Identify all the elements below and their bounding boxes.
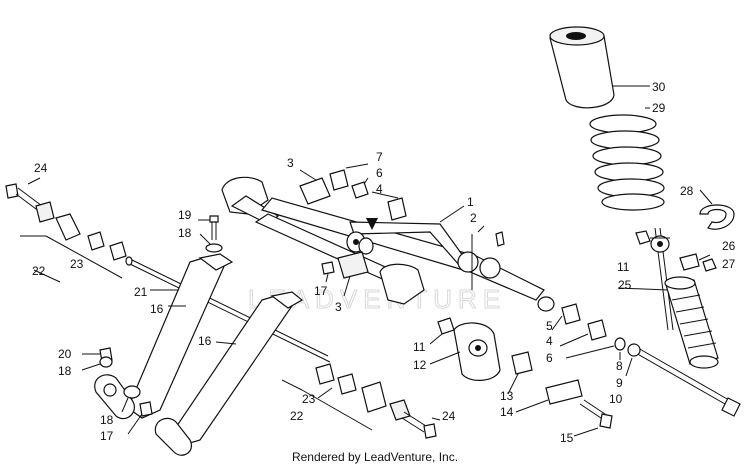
callout-22-left: 22 (32, 264, 46, 278)
right-end-hardware (281, 363, 441, 439)
callout-3-upper: 3 (287, 156, 294, 170)
coil-spring-part (589, 107, 665, 211)
callout-9: 9 (616, 376, 623, 390)
callout-11-bracket: 11 (413, 340, 426, 354)
callout-18-lower: 18 (100, 413, 114, 427)
callout-25: 25 (618, 278, 632, 292)
spring-retainer-part (699, 189, 735, 230)
callout-20: 20 (58, 347, 72, 361)
callout-18-upper: 18 (178, 226, 192, 240)
callout-6-lower: 6 (546, 351, 553, 365)
callout-8: 8 (616, 359, 623, 373)
footer-credit: Rendered by LeadVenture, Inc. (291, 450, 459, 464)
callout-26: 26 (722, 239, 736, 253)
callout-3-lower: 3 (335, 300, 342, 314)
callout-labels: 1 2 3 3 4 4 5 6 6 7 8 9 10 11 11 12 13 1… (32, 80, 736, 445)
callout-24-right: 24 (442, 409, 456, 423)
callout-16-right: 16 (198, 334, 212, 348)
callout-1: 1 (467, 195, 474, 209)
callout-5: 5 (546, 319, 553, 333)
cross-shaft-part (125, 256, 331, 363)
callout-16-left: 16 (150, 302, 164, 316)
callout-29: 29 (652, 101, 666, 115)
callout-22-right: 22 (290, 409, 304, 423)
callout-28: 28 (680, 184, 694, 198)
set-screw-part (495, 231, 505, 247)
callout-12: 12 (413, 358, 427, 372)
callout-14: 14 (500, 405, 514, 419)
callout-10: 10 (609, 392, 623, 406)
callout-21: 21 (134, 285, 148, 299)
lower-pivot-hardware (551, 303, 641, 377)
callout-11-shock: 11 (617, 260, 630, 274)
pivot-bracket-part (429, 317, 613, 437)
callout-24-left: 24 (34, 161, 48, 175)
front-arm-right (154, 291, 304, 456)
callout-30: 30 (652, 80, 666, 94)
callout-4-upper: 4 (376, 182, 383, 196)
arm-hardware (81, 215, 335, 435)
callout-7: 7 (376, 150, 383, 164)
long-bolt-part (633, 347, 741, 417)
callout-23-right: 23 (302, 392, 316, 406)
callout-15: 15 (560, 431, 574, 445)
upper-pivot-hardware (329, 163, 407, 221)
callout-23-left: 23 (70, 257, 84, 271)
callout-2: 2 (470, 211, 477, 225)
callout-17-upper: 17 (314, 284, 328, 298)
left-end-hardware (5, 177, 127, 283)
callout-4-lower: 4 (546, 334, 553, 348)
wear-pad-part (299, 169, 369, 297)
callout-18-left: 18 (58, 364, 72, 378)
bump-stop-part (549, 26, 650, 109)
callout-6-upper: 6 (376, 166, 383, 180)
callout-27: 27 (722, 257, 736, 271)
callout-17-lower: 17 (100, 429, 114, 443)
callout-19: 19 (178, 208, 192, 222)
shock-absorber-part (617, 227, 719, 369)
callout-13: 13 (500, 389, 514, 403)
shock-upper-hardware (635, 230, 717, 272)
